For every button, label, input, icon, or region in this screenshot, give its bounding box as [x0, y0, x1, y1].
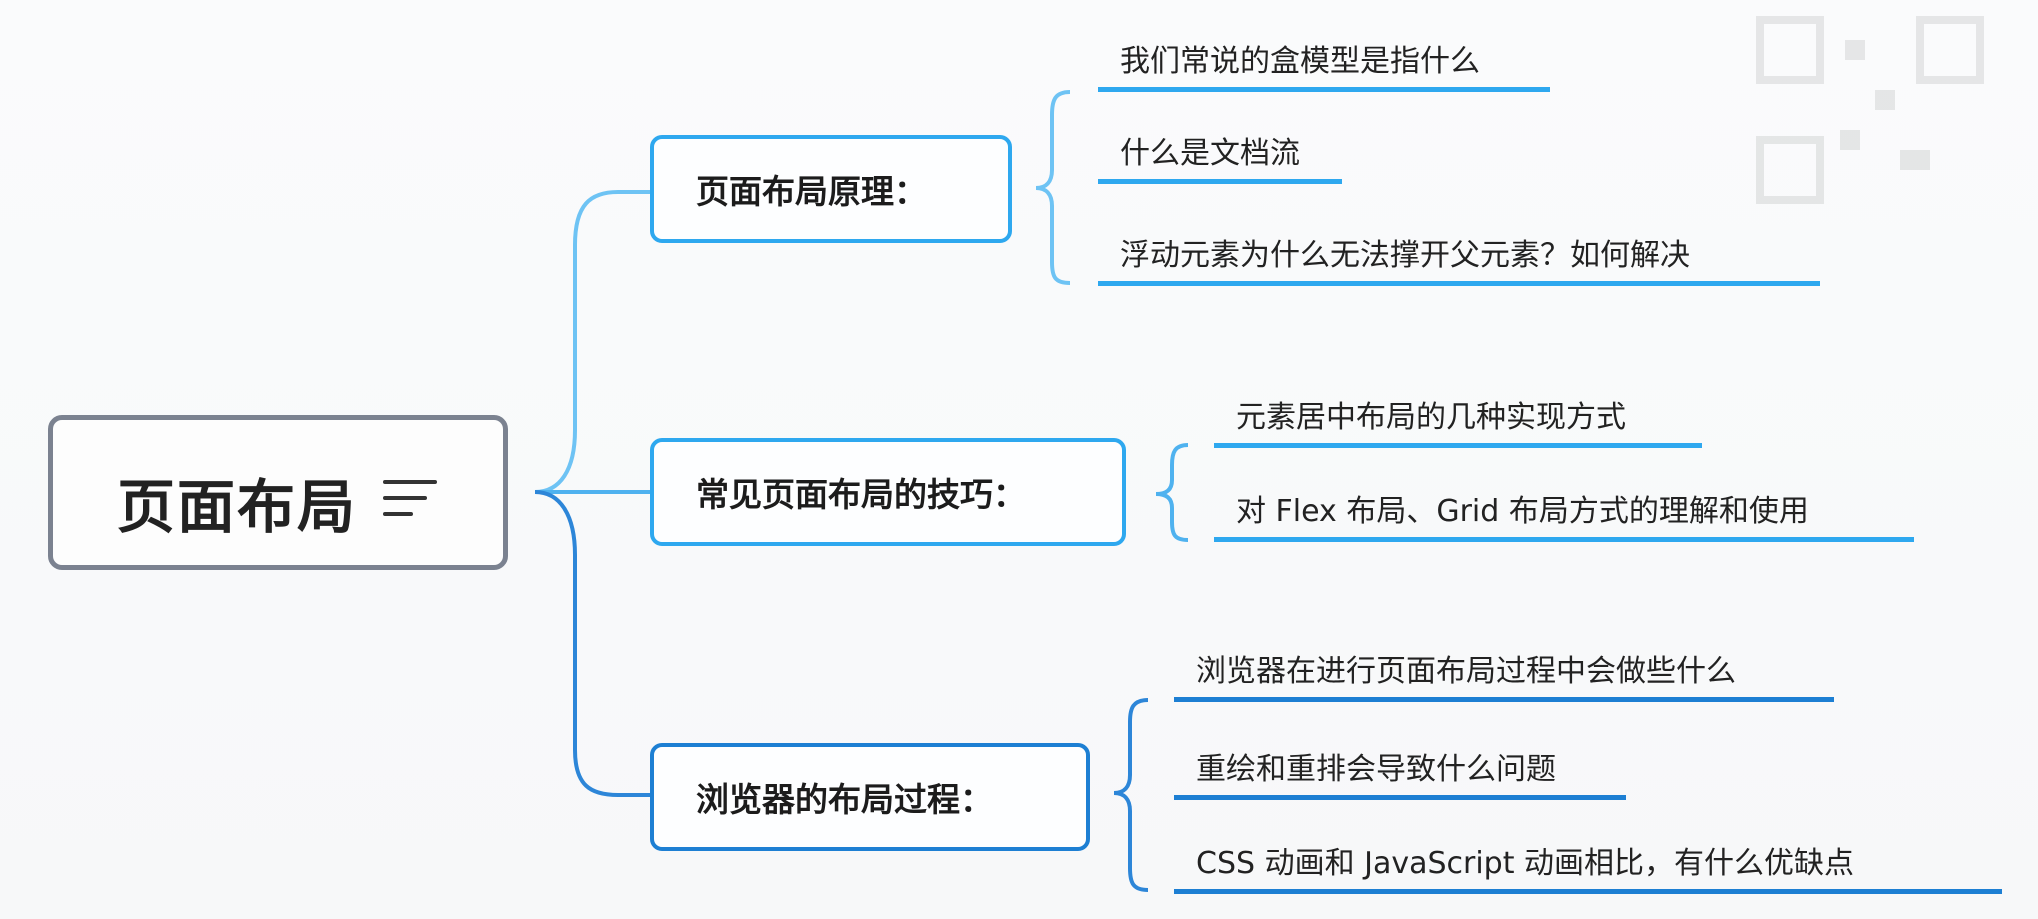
- leaf-text: 重绘和重排会导致什么问题: [1196, 752, 1556, 787]
- root-title: 页面布局: [117, 473, 358, 541]
- leaf-underline: [1098, 87, 1550, 92]
- branch-node-layout-principles[interactable]: 页面布局原理：: [650, 135, 1012, 243]
- leaf-text: 浮动元素为什么无法撑开父元素？如何解决: [1120, 238, 1690, 273]
- brace-branch-3: [1113, 698, 1149, 892]
- brace-branch-1: [1035, 90, 1071, 285]
- leaf-text: CSS 动画和 JavaScript 动画相比，有什么优缺点: [1196, 846, 1855, 881]
- menu-lines-icon[interactable]: [383, 476, 437, 520]
- leaf-underline: [1214, 537, 1914, 542]
- branch-label: 浏览器的布局过程：: [696, 780, 993, 819]
- connector-root-branch-3: [534, 490, 650, 797]
- leaf-centering-methods[interactable]: 元素居中布局的几种实现方式: [1214, 392, 1702, 448]
- leaf-css-vs-js-animation[interactable]: CSS 动画和 JavaScript 动画相比，有什么优缺点: [1174, 838, 2002, 894]
- brace-branch-2: [1155, 443, 1189, 542]
- branch-node-layout-techniques[interactable]: 常见页面布局的技巧：: [650, 438, 1126, 546]
- branch-node-browser-layout-process[interactable]: 浏览器的布局过程：: [650, 743, 1090, 851]
- watermark-pattern-icon: [1756, 16, 1984, 204]
- branch-label: 页面布局原理：: [696, 172, 927, 211]
- leaf-underline: [1174, 889, 2002, 894]
- leaf-text: 我们常说的盒模型是指什么: [1120, 44, 1480, 79]
- leaf-text: 浏览器在进行页面布局过程中会做些什么: [1196, 654, 1736, 689]
- leaf-browser-layout-steps[interactable]: 浏览器在进行页面布局过程中会做些什么: [1174, 646, 1834, 702]
- leaf-repaint-reflow[interactable]: 重绘和重排会导致什么问题: [1174, 744, 1626, 800]
- leaf-text: 元素居中布局的几种实现方式: [1236, 400, 1626, 435]
- leaf-box-model[interactable]: 我们常说的盒模型是指什么: [1098, 36, 1550, 92]
- leaf-underline: [1214, 443, 1702, 448]
- leaf-underline: [1098, 179, 1342, 184]
- leaf-underline: [1174, 795, 1626, 800]
- leaf-text: 对 Flex 布局、Grid 布局方式的理解和使用: [1236, 494, 1809, 529]
- leaf-document-flow[interactable]: 什么是文档流: [1098, 128, 1342, 184]
- leaf-float-parent[interactable]: 浮动元素为什么无法撑开父元素？如何解决: [1098, 230, 1820, 286]
- leaf-underline: [1098, 281, 1820, 286]
- leaf-underline: [1174, 697, 1834, 702]
- leaf-flex-grid[interactable]: 对 Flex 布局、Grid 布局方式的理解和使用: [1214, 486, 1914, 542]
- root-node[interactable]: 页面布局: [48, 415, 508, 570]
- branch-label: 常见页面布局的技巧：: [696, 475, 1026, 514]
- leaf-text: 什么是文档流: [1120, 136, 1300, 171]
- connector-root-branch-1: [534, 190, 650, 494]
